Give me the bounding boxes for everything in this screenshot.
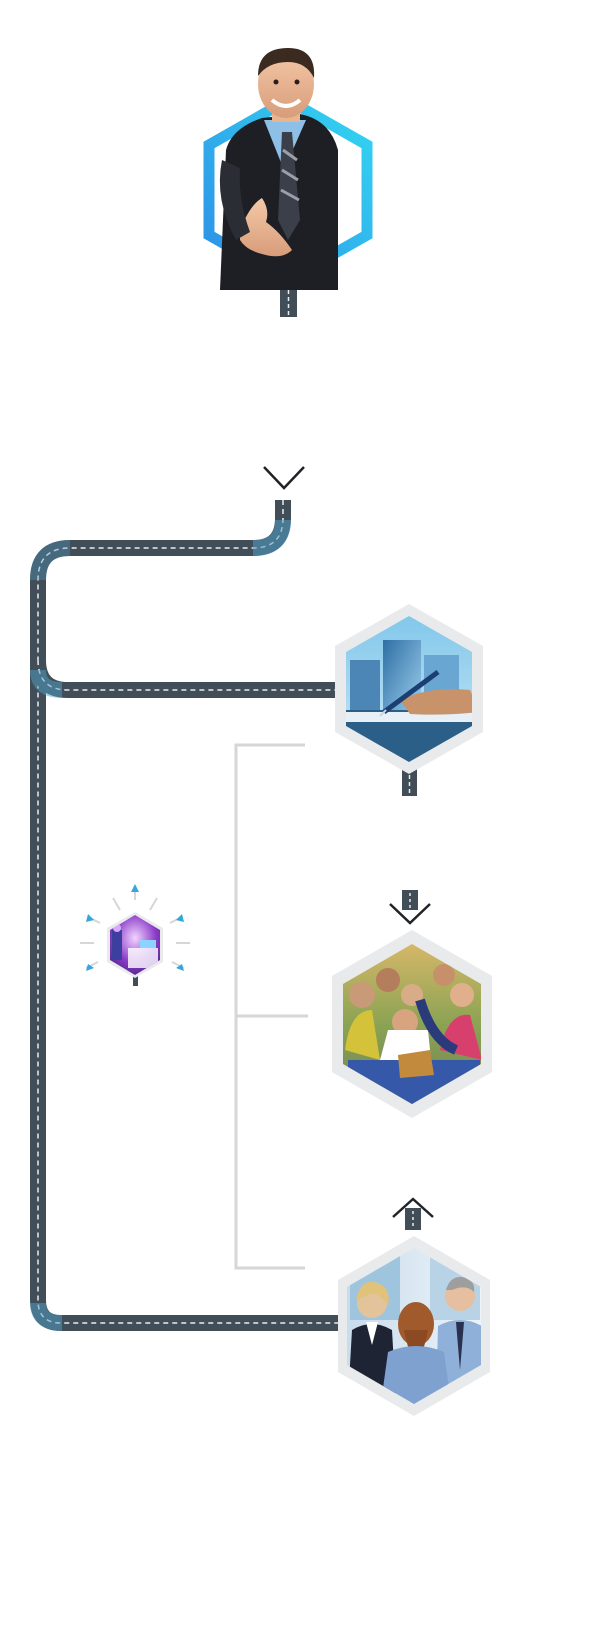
road-path	[30, 500, 340, 1331]
interview-hexagon-node	[338, 1236, 490, 1416]
friends-group-hexagon-node	[332, 930, 492, 1118]
road-curve-glow	[252, 519, 291, 556]
burst-arrowheads	[86, 884, 184, 971]
event-photo	[110, 915, 160, 975]
road-curve-glow	[30, 1302, 63, 1331]
road-track	[30, 500, 340, 1331]
businessman-photo	[219, 48, 338, 290]
contract-signing-hexagon-node	[335, 604, 483, 774]
interview-photo	[347, 1248, 481, 1404]
road-curve-glow	[30, 669, 63, 698]
road-branch-dash	[37, 659, 340, 691]
road-branch-path	[30, 659, 340, 698]
down-arrow-icon	[389, 890, 431, 925]
up-arrow-icon	[392, 1197, 434, 1230]
entry-arrow-chevron-down-icon	[263, 466, 305, 490]
bracket-connector	[234, 743, 308, 1270]
road-center-dash	[37, 500, 340, 1324]
road-curve-glow	[30, 540, 71, 581]
event-stage-node	[80, 884, 190, 978]
businessman-hexagon-node	[203, 48, 373, 290]
road-stem-event	[133, 973, 138, 986]
